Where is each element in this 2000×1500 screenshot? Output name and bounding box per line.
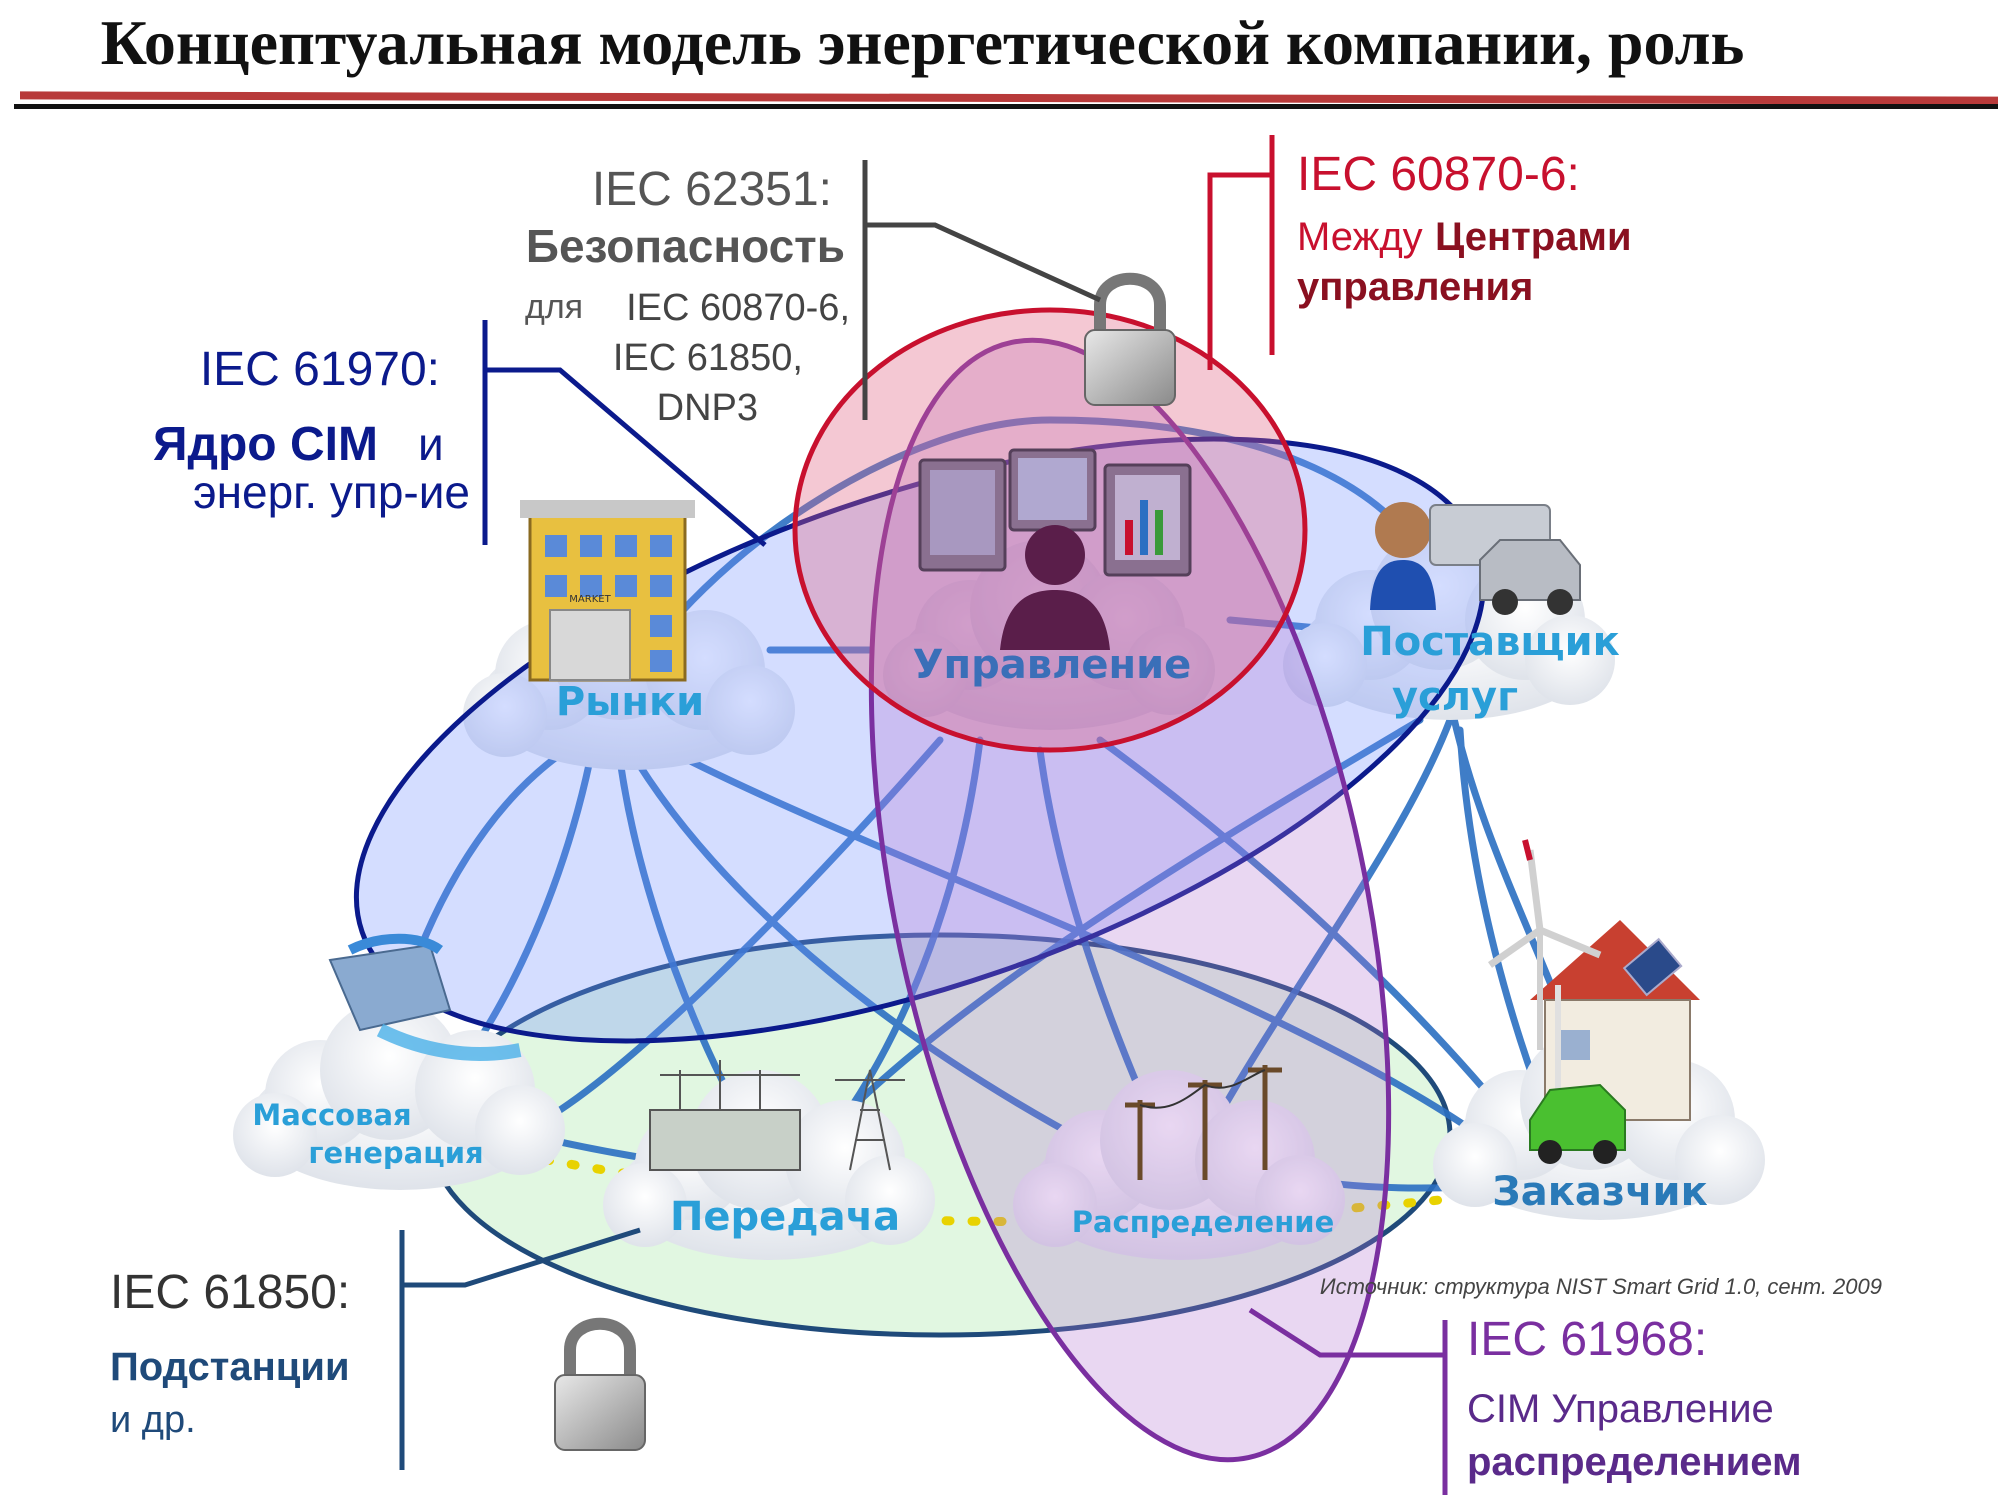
distribution-ellipse — [868, 337, 1392, 1463]
title-underline-black — [14, 104, 1998, 109]
security-title: Безопасность — [526, 220, 845, 272]
service-provider-icon — [1370, 502, 1581, 615]
lock-icon — [1084, 272, 1176, 406]
distribution-bold: распределением — [1467, 1440, 1802, 1484]
control-centers-bold1: Центрами — [1435, 215, 1632, 259]
label-distribution: Распределение — [1072, 1205, 1335, 1239]
distribution-text: CIM Управление — [1467, 1387, 1774, 1431]
label-operations: Управление — [913, 642, 1192, 688]
label-transmission: Передача — [670, 1194, 900, 1240]
bulk-generation-icon — [328, 933, 522, 1061]
markets-building-icon: MARKET — [520, 500, 695, 682]
label-markets: Рынки — [556, 679, 704, 725]
security-line3: DNP3 — [657, 387, 758, 429]
cim-bold: Ядро CIM — [153, 418, 378, 471]
distribution-code: IEC 61968: — [1467, 1313, 1707, 1366]
control-centers-text: Между — [1297, 215, 1423, 259]
control-centers-code: IEC 60870-6: — [1297, 148, 1580, 201]
label-service-provider-1: Поставщик — [1360, 619, 1620, 665]
electric-car-icon — [1529, 1083, 1626, 1164]
label-customer: Заказчик — [1492, 1169, 1707, 1215]
wind-turbine-icon — [1487, 839, 1602, 1050]
substations-code: IEC 61850: — [110, 1266, 350, 1319]
substations-text: и др. — [110, 1399, 196, 1441]
market-sign: MARKET — [569, 594, 611, 605]
security-line2: IEC 61850, — [613, 337, 803, 379]
cim-line2: энерг. упр-ие — [193, 466, 470, 518]
lock-icon — [554, 1317, 646, 1451]
slide-title: Концептуальная модель энергетической ком… — [100, 7, 1745, 78]
transmission-substation-icon — [649, 1060, 905, 1171]
source-note: Источник: структура NIST Smart Grid 1.0,… — [1320, 1274, 1882, 1299]
security-code: IEC 62351: — [592, 163, 832, 216]
label-bulk-generation-1: Массовая — [252, 1098, 411, 1132]
distribution-poles-icon — [1125, 1065, 1282, 1180]
substations-bold: Подстанции — [110, 1345, 350, 1389]
callout-lines — [399, 135, 1448, 1495]
slide-subtitle: и взаимосвязь стандартов — [616, 57, 1229, 114]
cim-text: и — [418, 418, 444, 470]
label-bulk-generation-2: генерация — [308, 1136, 483, 1170]
operations-monitors-icon — [918, 448, 1192, 650]
security-line1: IEC 60870-6, — [626, 287, 850, 329]
security-prefix: для — [525, 288, 583, 326]
label-service-provider-2: услуг — [1392, 674, 1518, 720]
cim-code: IEC 61970: — [200, 343, 440, 396]
control-centers-bold2: управления — [1297, 265, 1533, 309]
